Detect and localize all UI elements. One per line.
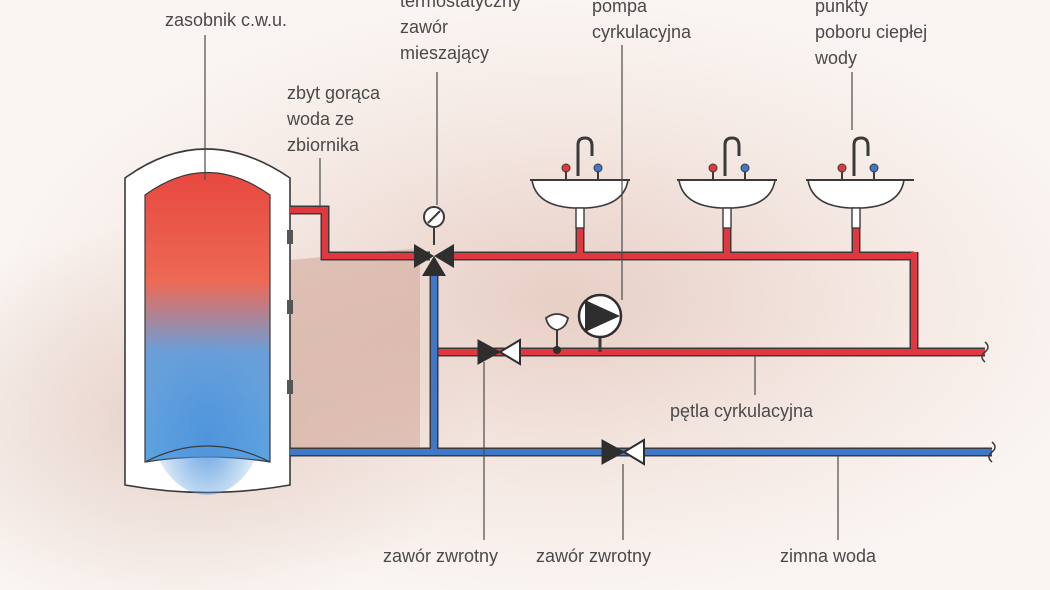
pressure-gauge-icon (545, 313, 569, 354)
check-valve-label-1: zawór zwrotny (383, 546, 499, 566)
leader-lines (204, 35, 853, 540)
check-valve-label-2: zawór zwrotny (536, 546, 652, 566)
circulation-loop-label: pętla cyrkulacyjna (670, 401, 814, 421)
cold-water-label: zimna woda (780, 546, 877, 566)
tank-shadow (290, 248, 420, 450)
check-valve-icon (477, 338, 521, 366)
draw-points-label: punkty poboru ciepłej wody (815, 0, 928, 68)
washbasin-icon (530, 136, 630, 229)
hot-water-pipes (290, 205, 989, 363)
washbasin-icon (806, 136, 914, 229)
pump-label: pompa cyrkulacyjna (592, 0, 692, 42)
water-tank-icon (124, 148, 293, 495)
check-valve-icon (601, 438, 645, 466)
tank-label: zasobnik c.w.u. (165, 10, 288, 30)
mixing-valve-label: termostatyczny zawór mieszający (400, 0, 522, 63)
circulation-pump-icon (577, 293, 623, 352)
hot-water-label: zbyt gorąca woda ze zbiornika (287, 83, 381, 155)
washbasin-icon (677, 136, 777, 229)
mixing-valve-icon (414, 206, 454, 276)
